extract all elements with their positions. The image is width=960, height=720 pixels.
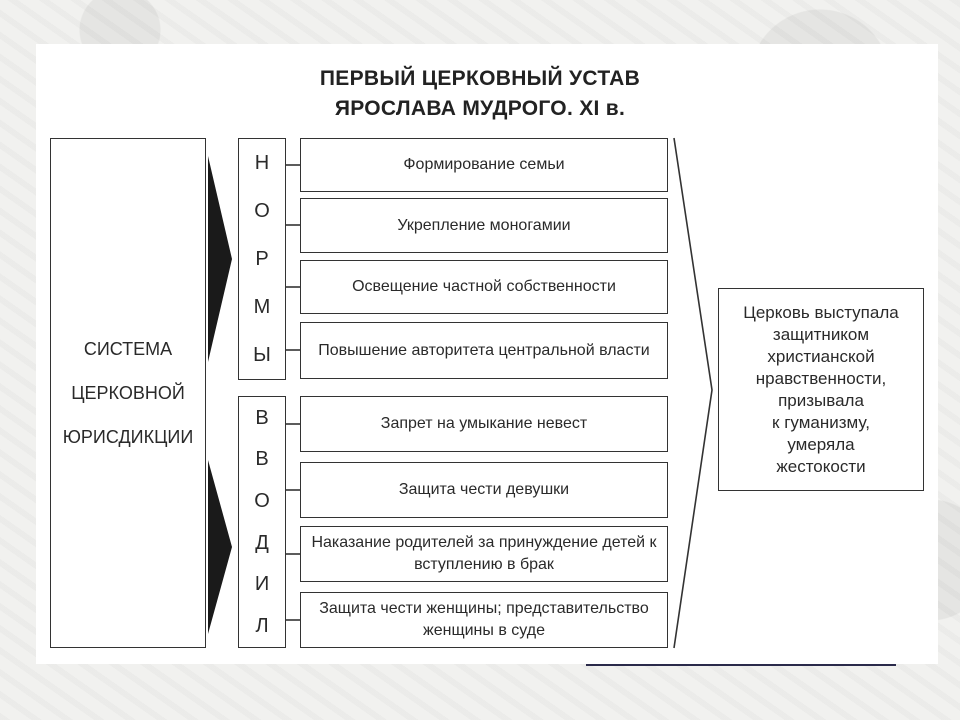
title-line-1: ПЕРВЫЙ ЦЕРКОВНЫЙ УСТАВ: [319, 67, 641, 90]
introduced-item: Запрет на умыкание невест: [300, 396, 668, 452]
norms-item: Формирование семьи: [300, 138, 668, 192]
footer-divider: [586, 664, 896, 666]
norms-letter: Н: [254, 152, 270, 174]
introduced-letter: И: [254, 573, 270, 596]
introduced-item: Защита чести девушки: [300, 462, 668, 518]
introduced-item: Защита чести женщины; представительство …: [300, 592, 668, 648]
norms-letter: М: [253, 296, 271, 318]
introduced-letter: В: [255, 406, 269, 429]
norms-connectors: [286, 164, 300, 351]
introduced-letter: Д: [255, 531, 269, 554]
left-line-2: ЦЕРКОВНОЙ: [71, 383, 185, 403]
norms-letters-box: Н О Р М Ы: [238, 138, 286, 380]
introduced-letters-box: В В О Д И Л: [238, 396, 286, 648]
norms-letter: Ы: [253, 344, 271, 366]
church-jurisdiction-box: СИСТЕМА ЦЕРКОВНОЙ ЮРИСДИКЦИИ: [50, 138, 206, 648]
title-line-2: ЯРОСЛАВА МУДРОГО. XI в.: [334, 97, 626, 120]
left-line-3: ЮРИСДИКЦИИ: [62, 427, 194, 447]
arrow-to-introduced: [208, 460, 232, 634]
conclusion-box: Церковь выступала защитником христианско…: [718, 288, 924, 491]
chevron-to-conclusion: [673, 137, 713, 649]
conclusion-line: призывала: [778, 390, 864, 410]
conclusion-line: Церковь выступала: [743, 302, 899, 322]
norms-letter: О: [254, 200, 270, 222]
conclusion-line: жестокости: [776, 456, 866, 476]
conclusion-line: христианской: [767, 346, 875, 366]
norms-letter: Р: [255, 248, 269, 270]
left-line-1: СИСТЕМА: [83, 339, 173, 359]
norms-item: Укрепление моногамии: [300, 198, 668, 253]
norms-item: Освещение частной собственности: [300, 260, 668, 314]
introduced-item: Наказание родителей за принуждение детей…: [300, 526, 668, 582]
norms-item: Повышение авторитета центральной власти: [300, 322, 668, 379]
introduced-letter: Л: [255, 615, 269, 638]
conclusion-line: нравственности,: [755, 368, 887, 388]
introduced-connectors: [286, 423, 300, 621]
conclusion-line: защитником: [772, 324, 870, 344]
diagram-title: ПЕРВЫЙ ЦЕРКОВНЫЙ УСТАВ ЯРОСЛАВА МУДРОГО.…: [0, 64, 960, 124]
conclusion-line: к гуманизму,: [772, 412, 870, 432]
conclusion-line: умеряла: [787, 434, 855, 454]
arrow-to-norms: [208, 156, 232, 362]
introduced-letter: В: [255, 448, 269, 471]
introduced-letter: О: [254, 490, 270, 513]
